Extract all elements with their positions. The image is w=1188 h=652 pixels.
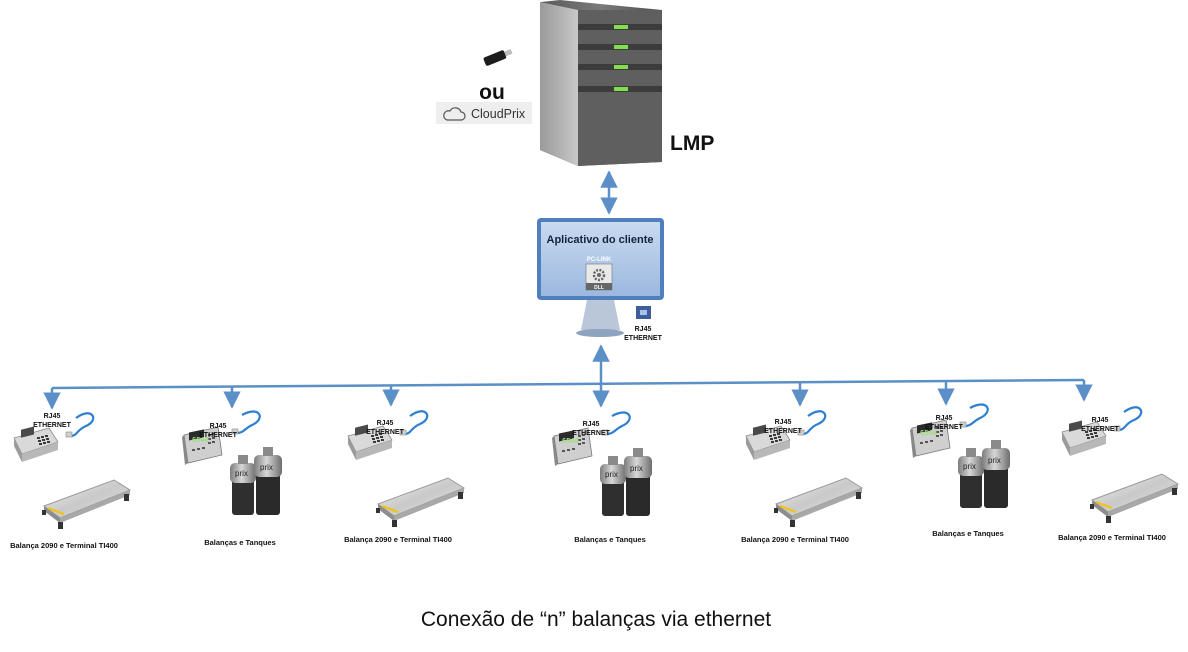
alt-separator: ou — [479, 81, 505, 104]
port-label-ethernet: ETHERNET — [925, 424, 963, 431]
device-caption: Balança 2090 e Terminal TI400 — [1058, 533, 1166, 542]
port-label-ethernet: ETHERNET — [572, 430, 610, 437]
tank-brand-label: prix — [630, 464, 643, 473]
terminal-scale-icon — [12, 412, 132, 531]
connection-lines — [43, 170, 1093, 410]
server-icon — [540, 0, 662, 166]
port-label-rj45: RJ45 — [1092, 417, 1109, 424]
device-caption: Balanças e Tanques — [204, 538, 276, 547]
device-caption: Balanças e Tanques — [932, 529, 1004, 538]
pc-port-label-2: ETHERNET — [624, 335, 662, 342]
port-label-rj45: RJ45 — [583, 421, 600, 428]
client-pc: Aplicativo do cliente PC-LINK DLL RJ45 E… — [537, 218, 664, 342]
port-label-rj45: RJ45 — [936, 415, 953, 422]
usb-stick-icon — [483, 48, 513, 66]
port-label-ethernet: ETHERNET — [33, 422, 71, 429]
cloudprix-label: CloudPrix — [471, 107, 526, 121]
tank-brand-label: prix — [260, 463, 273, 472]
device-caption: Balança 2090 e Terminal TI400 — [10, 541, 118, 550]
tank-brand-label: prix — [235, 469, 248, 478]
port-label-ethernet: ETHERNET — [199, 432, 237, 439]
dll-label: DLL — [594, 285, 604, 291]
device-caption: Balança 2090 e Terminal TI400 — [741, 535, 849, 544]
rj45-port-icon — [636, 306, 651, 319]
terminal-scale-icon — [1060, 406, 1180, 525]
port-label-rj45: RJ45 — [377, 420, 394, 427]
port-label-rj45: RJ45 — [210, 423, 227, 430]
tank-brand-label: prix — [605, 470, 618, 479]
indicator-display: 6540 — [562, 438, 579, 446]
cloud-icon — [443, 107, 466, 121]
device-caption: Balanças e Tanques — [574, 535, 646, 544]
diagram-caption: Conexão de “n” balanças via ethernet — [420, 608, 772, 631]
tank-brand-label: prix — [988, 456, 1001, 465]
pc-link-label: PC-LINK — [587, 257, 612, 263]
port-label-ethernet: ETHERNET — [366, 429, 404, 436]
cloudprix-badge: CloudPrix — [436, 102, 532, 124]
tank-brand-label: prix — [963, 462, 976, 471]
dll-gear-icon: DLL — [585, 263, 613, 291]
indicator-display: 6540 — [192, 437, 209, 445]
port-label-ethernet: ETHERNET — [1081, 426, 1119, 433]
pc-screen-title: Aplicativo do cliente — [547, 234, 654, 246]
pc-port-label-1: RJ45 — [635, 326, 652, 333]
indicator-display: 6540 — [920, 430, 937, 438]
port-label-rj45: RJ45 — [44, 413, 61, 420]
device-caption: Balança 2090 e Terminal TI400 — [344, 535, 452, 544]
port-label-ethernet: ETHERNET — [764, 428, 802, 435]
server-label: LMP — [670, 132, 714, 155]
server-led-icon — [614, 25, 628, 91]
port-label-rj45: RJ45 — [775, 419, 792, 426]
